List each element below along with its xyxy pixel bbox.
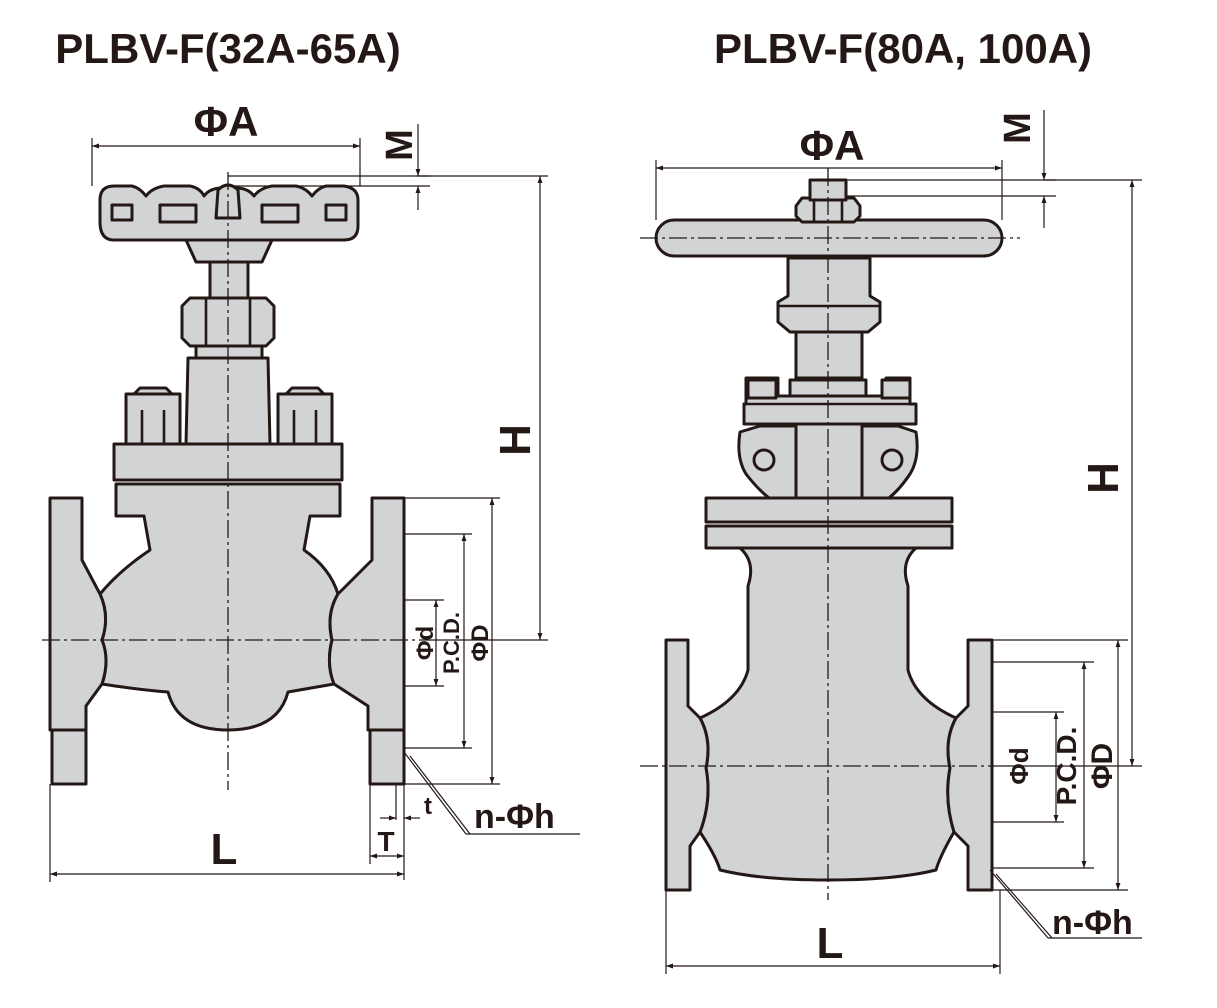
left-bolt-left	[50, 728, 88, 786]
left-dim-t: t	[424, 793, 432, 820]
right-valve-figure: PLBV-F(80A, 100A)	[640, 25, 1142, 974]
right-bonnet-flange	[704, 496, 954, 524]
right-gland	[742, 376, 918, 426]
left-valve-body	[98, 482, 342, 732]
left-valve-figure: PLBV-F(32A-65A)	[42, 25, 580, 882]
left-dim-M: M	[379, 129, 421, 161]
right-dim-nh: n-Φh	[1052, 904, 1133, 942]
right-stem	[794, 330, 864, 380]
right-flange-left	[664, 638, 710, 892]
right-dim-L: L	[817, 919, 844, 968]
left-dim-A: ΦA	[194, 98, 259, 145]
right-dim-D: ΦD	[1086, 743, 1119, 789]
right-flange-right	[946, 638, 994, 892]
right-dim-M: M	[997, 112, 1039, 144]
right-yoke	[737, 422, 919, 502]
left-stem	[208, 260, 250, 300]
left-handwheel	[98, 183, 360, 264]
right-dim-pcd: P.C.D.	[1051, 727, 1082, 806]
right-title: PLBV-F(80A, 100A)	[714, 25, 1092, 72]
left-dim-pcd: P.C.D.	[439, 612, 464, 674]
left-title: PLBV-F(32A-65A)	[55, 25, 400, 72]
left-dim-d: Φd	[412, 626, 439, 660]
right-handwheel	[654, 178, 1004, 258]
right-dim-A: ΦA	[800, 122, 865, 169]
left-dim-nh: n-Φh	[474, 798, 555, 836]
left-dim-T: T	[377, 826, 394, 857]
left-flange-right	[327, 496, 406, 732]
left-flange-left	[48, 496, 108, 732]
left-dim-L: L	[211, 825, 238, 874]
left-dim-D: ΦD	[467, 624, 494, 661]
right-dim-d: Φd	[1004, 747, 1034, 784]
right-dim-H: H	[1079, 462, 1128, 494]
left-bolt-right	[368, 728, 406, 786]
right-packing-nut	[776, 256, 882, 334]
left-dim-H: H	[491, 424, 540, 456]
